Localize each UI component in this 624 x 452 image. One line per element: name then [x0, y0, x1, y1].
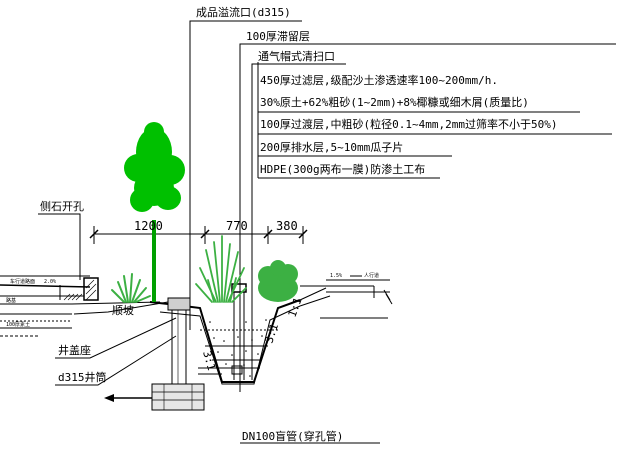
slope-ratio-top: 1:1 [286, 296, 305, 319]
drainage-label: 200厚排水层,5~10mm瓜子片 [260, 140, 403, 154]
well-pipe-label: d315井筒 [58, 370, 107, 384]
small-label-sidewalk: 人行道 [364, 272, 379, 279]
curb-leader [38, 213, 81, 280]
tree [124, 122, 185, 302]
shrub-right [258, 260, 298, 302]
filter-label-1: 450厚过滤层,级配沙土渗透速率100~200mm/h. [260, 73, 498, 87]
curb-hatching [63, 279, 97, 301]
pct-left: 2.0% [44, 279, 56, 285]
transition-label: 100厚过渡层,中粗砂(粒径0.1~4mm,2mm过筛率不小于50%) [260, 117, 557, 131]
right-pavement [299, 275, 393, 319]
grass-left [111, 273, 151, 303]
dim-770: 770 [226, 219, 248, 233]
slope-label: 顺坡 [112, 304, 134, 317]
blind-pipe-label: DN100盲管(穿孔管) [242, 429, 343, 443]
grass-center [195, 235, 247, 303]
curb-opening-label: 侧石开孔 [40, 200, 84, 213]
well-pipe-leader [55, 335, 177, 386]
dimension-line [89, 226, 308, 244]
dim-380: 380 [276, 219, 298, 233]
overflow-label: 成品溢流口(d315) [196, 5, 291, 19]
small-label-pavement: 车行道路面 [10, 278, 35, 285]
cleanout-label: 通气帽式清扫口 [258, 49, 335, 63]
slope-leader [73, 301, 169, 315]
small-label-soil: 100厚素土 [6, 321, 30, 328]
well-seat-leader [55, 317, 177, 359]
overflow-well [104, 297, 205, 411]
slope-ratio-left: 3:1 [200, 349, 218, 372]
pct-right: 1.5% [330, 273, 342, 279]
slope-ratio-right: 3:1 [262, 322, 281, 345]
retention-label: 100厚滞留层 [246, 30, 310, 43]
small-label-base: 路基 [6, 297, 16, 304]
well-seat-label: 井盖座 [58, 343, 91, 357]
dim-1200: 1200 [134, 219, 163, 233]
blind-pipe [198, 365, 243, 375]
geotextile-label: HDPE(300g两布一膜)防渗土工布 [260, 162, 425, 176]
cleanout-leader [251, 63, 346, 380]
overflow-leader [189, 20, 302, 330]
filter-label-2: 30%原土+62%粗砂(1~2mm)+8%椰糠或细木屑(质量比) [260, 95, 529, 109]
left-pavement [0, 275, 161, 337]
